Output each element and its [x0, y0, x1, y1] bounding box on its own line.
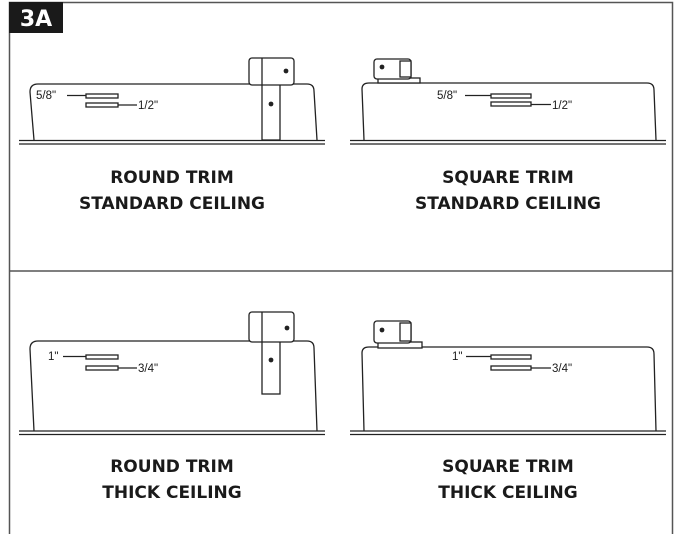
screw-hole [379, 327, 385, 333]
mounting-clip [373, 320, 423, 349]
panel-square-trim-thick: 1" 3/4" SQUARE TRIM THICK CEILING [350, 320, 666, 503]
depth-markings: 5/8" 1/2" [437, 90, 572, 112]
panel-square-trim-standard: 5/8" 1/2" SQUARE TRIM STANDARD CEILING [350, 58, 666, 214]
panel-caption-line2: STANDARD CEILING [415, 194, 601, 214]
mounting-bracket [248, 57, 295, 141]
panel-round-trim-thick: 1" 3/4" ROUND TRIM THICK CEILING [19, 311, 325, 503]
depth-markings: 1" 3/4" [452, 351, 572, 375]
dimension-upper: 5/8" [36, 90, 56, 102]
depth-markings: 1" 3/4" [48, 351, 158, 375]
panel-caption-line2: THICK CEILING [438, 483, 577, 503]
panel-caption-line1: SQUARE TRIM [442, 168, 574, 188]
panel-caption-line2: THICK CEILING [102, 483, 241, 503]
screw-hole [284, 325, 290, 331]
screw-hole [268, 101, 274, 107]
dimension-upper: 1" [48, 351, 58, 363]
diagram-frame [8, 1, 674, 534]
panel-round-trim-standard: 5/8" 1/2" ROUND TRIM STANDARD CEILING [19, 57, 325, 214]
mounting-clip [373, 58, 421, 84]
dimension-upper: 1" [452, 351, 462, 363]
fixture-housing [350, 82, 666, 145]
mounting-bracket [248, 311, 295, 395]
dimension-upper: 5/8" [437, 90, 457, 102]
fixture-housing [19, 340, 325, 436]
dimension-lower: 1/2" [138, 100, 158, 112]
panel-caption-line2: STANDARD CEILING [79, 194, 265, 214]
dimension-lower: 1/2" [552, 100, 572, 112]
figure-label: 3A [20, 7, 52, 32]
screw-hole [268, 357, 274, 363]
dimension-lower: 3/4" [552, 363, 572, 375]
depth-markings: 5/8" 1/2" [36, 90, 158, 112]
screw-hole [379, 64, 385, 70]
panel-caption-line1: ROUND TRIM [110, 457, 234, 477]
dimension-lower: 3/4" [138, 363, 158, 375]
figure-label-tag: 3A [9, 2, 63, 33]
fixture-housing [350, 346, 666, 436]
panel-caption-line1: SQUARE TRIM [442, 457, 574, 477]
screw-hole [283, 68, 289, 74]
panel-caption-line1: ROUND TRIM [110, 168, 234, 188]
